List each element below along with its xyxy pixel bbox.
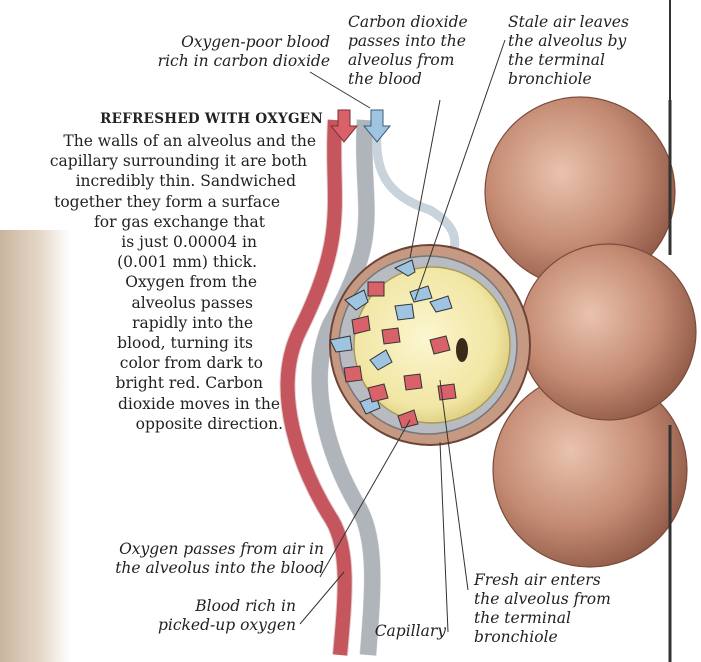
body-line: dioxide moves in the (0, 394, 280, 414)
leader-co2-passes (410, 100, 440, 258)
alveolus (330, 245, 530, 445)
body-line: incredibly thin. Sandwiched (0, 171, 296, 191)
terminal-bronchiole-opening (456, 338, 468, 362)
label-stale-air: Stale air leaves the alveolus by the ter… (508, 13, 668, 89)
o2-arrow (404, 374, 422, 390)
body-paragraph: The walls of an alveolus and the capilla… (0, 131, 330, 434)
label-oxygen-passes: Oxygen passes from air in the alveolus i… (68, 540, 324, 578)
label-co2-passes: Carbon dioxide passes into the alveolus … (348, 13, 488, 89)
alveolar-sac-middle (520, 244, 696, 420)
section-heading: REFRESHED WITH OXYGEN (0, 111, 323, 127)
o2-arrow (382, 328, 400, 344)
body-line: bright red. Carbon (0, 373, 263, 393)
body-line: rapidly into the (0, 313, 253, 333)
body-line: Oxygen from the (0, 272, 257, 292)
label-oxygen-poor-blood: Oxygen-poor blood rich in carbon dioxide (130, 33, 330, 71)
body-line: is just 0.00004 in (0, 232, 257, 252)
body-line: (0.001 mm) thick. (0, 252, 257, 272)
body-line: The walls of an alveolus and the (0, 131, 316, 151)
body-line: blood, turning its (0, 333, 253, 353)
o2-arrow (344, 366, 362, 382)
label-capillary: Capillary (366, 622, 446, 641)
label-blood-rich: Blood rich in picked-up oxygen (120, 597, 296, 635)
leader-capillary (440, 442, 448, 632)
body-line: for gas exchange that (0, 212, 265, 232)
body-line: alveolus passes (0, 293, 253, 313)
body-line: capillary surrounding it are both (0, 151, 307, 171)
body-line: color from dark to (0, 353, 263, 373)
co2-arrow (395, 304, 414, 320)
label-fresh-air: Fresh air enters the alveolus from the t… (474, 571, 654, 647)
body-line: together they form a surface (0, 192, 280, 212)
deoxygenated-capillary-loop (377, 120, 455, 262)
o2-arrow (368, 282, 384, 296)
body-line: opposite direction. (0, 414, 283, 434)
